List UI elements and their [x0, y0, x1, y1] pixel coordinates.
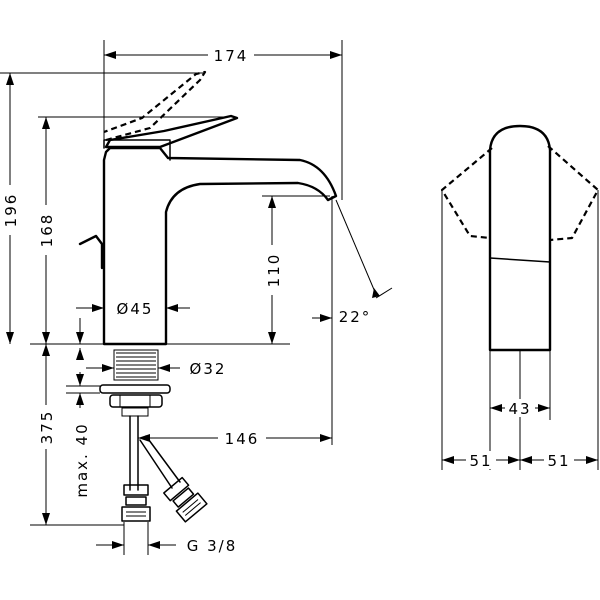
popup-rod [78, 234, 104, 270]
shank [113, 349, 159, 381]
dim-shank-diameter: Ø32 [86, 360, 227, 378]
side-body [488, 124, 552, 352]
dim-swing-left: 51 [442, 451, 520, 470]
dim-below-counter: 375 [37, 344, 56, 525]
dim-swing-right: 51 [520, 451, 598, 470]
dim-side-width: 43 [490, 399, 550, 418]
dim-label-51-left: 51 [469, 452, 492, 470]
dim-spout-reach: 146 [138, 429, 332, 448]
dim-label-168: 168 [38, 213, 56, 248]
lever-open-position [103, 70, 207, 142]
side-handle-split [489, 257, 551, 263]
dim-spout-angle: 22° [312, 308, 372, 326]
dim-label-d45: Ø45 [117, 300, 154, 318]
dim-label-51-right: 51 [547, 452, 570, 470]
dim-label-375: 375 [38, 410, 56, 445]
supply-hoses [121, 415, 208, 523]
faucet-body [102, 146, 338, 346]
dim-label-174: 174 [214, 47, 249, 65]
dim-spout-height: 110 [263, 196, 283, 344]
dim-overall-width: 174 [104, 46, 342, 65]
dim-thread: G 3/8 [96, 537, 238, 555]
spout-angle-line [335, 199, 376, 293]
dim-label-43: 43 [508, 400, 531, 418]
dim-overall-height: 196 [1, 73, 20, 344]
dim-label-max40: max. 40 [73, 422, 91, 497]
front-view: 174 196 168 110 [0, 40, 393, 555]
dim-max-thickness: max. 40 [66, 372, 100, 498]
dim-label-110: 110 [265, 253, 283, 288]
lever-handle [104, 114, 239, 149]
side-view: 43 51 51 [440, 124, 600, 470]
dim-base-diameter: Ø45 [76, 300, 190, 318]
dim-label-146: 146 [225, 430, 260, 448]
handle-swing-left [440, 147, 493, 240]
mounting-plate [99, 384, 171, 417]
dim-label-22deg: 22° [339, 308, 372, 326]
dim-label-g38: G 3/8 [187, 537, 238, 555]
handle-swing-right [547, 145, 600, 242]
dim-label-196: 196 [2, 193, 20, 228]
dim-handle-height: 168 [37, 117, 56, 344]
dim-label-d32: Ø32 [190, 360, 227, 378]
